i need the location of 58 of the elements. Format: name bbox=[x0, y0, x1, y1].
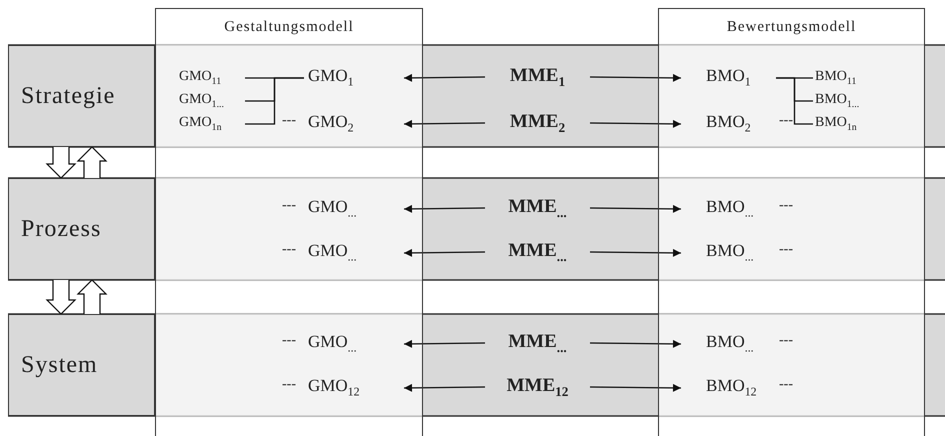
arrow bbox=[404, 74, 485, 82]
level-box: Prozess bbox=[8, 178, 155, 280]
arrow bbox=[590, 248, 681, 257]
model-object-label: BMO$_{1}$ bbox=[681, 66, 776, 90]
arrow bbox=[590, 340, 681, 348]
metamodel-element-label: MME$_{...}$ bbox=[485, 195, 590, 221]
continuation-dashes: --- bbox=[779, 333, 793, 349]
model-object-label: BMO$_{2}$ bbox=[681, 112, 776, 136]
model-object-label: GMO$_{12}$ bbox=[304, 376, 404, 400]
metamodel-element-label: MME$_{1}$ bbox=[485, 64, 590, 90]
arrow bbox=[590, 120, 681, 128]
level-box: Strategie bbox=[8, 45, 155, 147]
model-object-label: GMO$_{1...}$ bbox=[177, 92, 245, 110]
continuation-dashes: --- bbox=[779, 198, 793, 214]
column-heading: Bewertungsmodell bbox=[726, 18, 858, 37]
arrow bbox=[590, 74, 681, 82]
metamodel-element-label: MME$_{...}$ bbox=[485, 330, 590, 356]
block-arrow bbox=[76, 146, 108, 179]
continuation-dashes: --- bbox=[779, 242, 793, 258]
arrow bbox=[404, 248, 485, 257]
model-object-label: BMO$_{12}$ bbox=[681, 376, 776, 400]
model-object-label: GMO$_{1}$ bbox=[304, 66, 404, 90]
metamodel-element-label: MME$_{12}$ bbox=[485, 374, 590, 400]
level-box: System bbox=[8, 314, 155, 416]
model-object-label: BMO$_{...}$ bbox=[681, 332, 776, 356]
model-object-label: GMO$_{2}$ bbox=[304, 112, 404, 136]
model-object-label: BMO$_{...}$ bbox=[681, 241, 776, 265]
block-arrow bbox=[46, 146, 76, 179]
bracket-line bbox=[776, 77, 813, 125]
model-column bbox=[658, 8, 925, 436]
arrow bbox=[590, 384, 681, 392]
block-arrow bbox=[76, 279, 108, 315]
model-object-label: GMO$_{11}$ bbox=[177, 69, 245, 87]
model-object-label: GMO$_{...}$ bbox=[304, 332, 404, 356]
continuation-dashes: --- bbox=[282, 333, 296, 349]
model-object-label: BMO$_{1...}$ bbox=[813, 92, 883, 110]
model-object-label: BMO$_{11}$ bbox=[813, 69, 883, 87]
column-heading: Gestaltungsmodell bbox=[223, 18, 355, 37]
model-object-label: BMO$_{...}$ bbox=[681, 197, 776, 221]
continuation-dashes: --- bbox=[779, 113, 793, 129]
bracket-line bbox=[245, 77, 304, 125]
block-arrow bbox=[46, 279, 76, 315]
metamodel-element-label: MME$_{2}$ bbox=[485, 110, 590, 136]
arrow bbox=[404, 340, 485, 348]
model-object-label: GMO$_{1n}$ bbox=[177, 115, 245, 133]
continuation-dashes: --- bbox=[282, 113, 296, 129]
model-object-label: GMO$_{...}$ bbox=[304, 241, 404, 265]
continuation-dashes: --- bbox=[282, 242, 296, 258]
metamodel-element-label: MME$_{...}$ bbox=[485, 239, 590, 265]
arrow bbox=[590, 204, 681, 213]
model-object-label: BMO$_{1n}$ bbox=[813, 115, 883, 133]
arrow bbox=[404, 204, 485, 213]
continuation-dashes: --- bbox=[282, 377, 296, 393]
arrow bbox=[404, 120, 485, 128]
continuation-dashes: --- bbox=[779, 377, 793, 393]
arrow bbox=[404, 384, 485, 392]
model-object-label: GMO$_{...}$ bbox=[304, 197, 404, 221]
continuation-dashes: --- bbox=[282, 198, 296, 214]
